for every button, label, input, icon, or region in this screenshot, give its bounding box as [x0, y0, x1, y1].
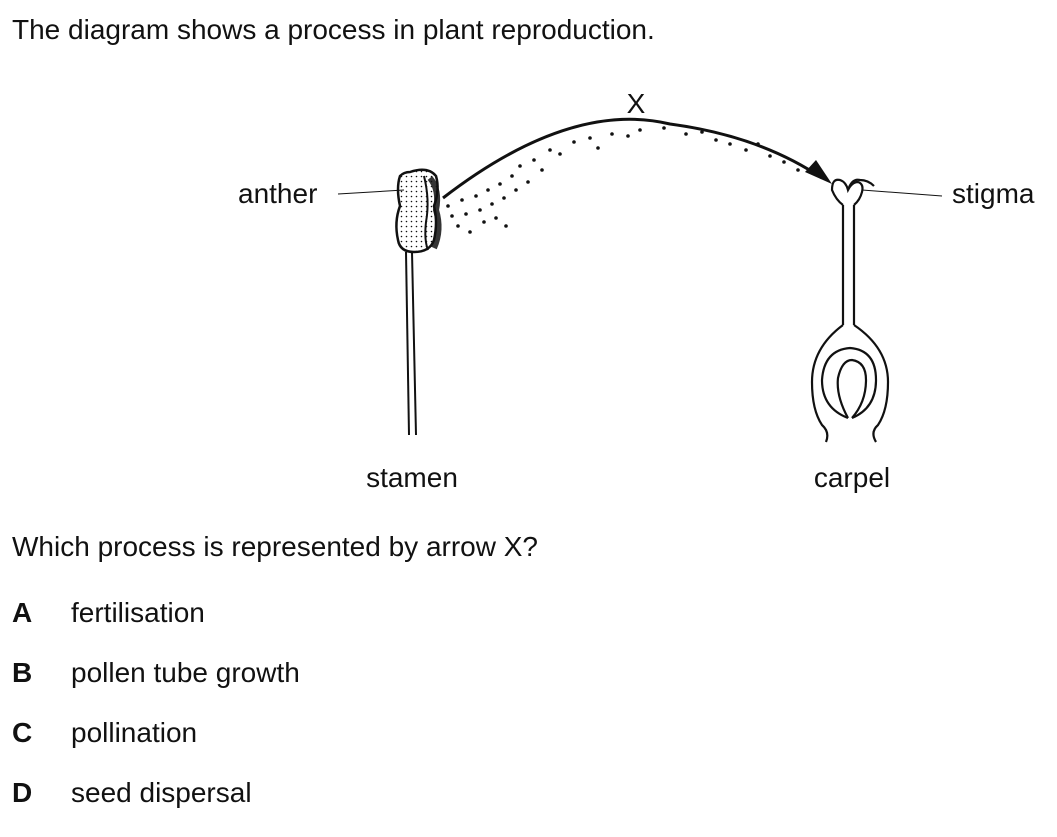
option-letter: A: [12, 597, 33, 628]
option-b[interactable]: B pollen tube growth: [12, 657, 300, 717]
question-text: Which process is represented by arrow X?: [12, 531, 538, 562]
anther-shape: [395, 168, 442, 254]
option-text: pollen tube growth: [71, 657, 300, 688]
arrow-x: [442, 117, 823, 200]
stamen-label: stamen: [366, 462, 458, 493]
anther-label: anther: [238, 178, 317, 209]
option-text: pollination: [71, 717, 198, 748]
option-letter: B: [12, 657, 33, 688]
option-c[interactable]: C pollination: [12, 717, 300, 777]
arrow-x-label: X: [627, 88, 646, 119]
pollination-diagram: X anther stigma stamen carpel: [238, 88, 1035, 493]
option-text: seed dispersal: [71, 777, 252, 808]
stigma-label: stigma: [952, 178, 1035, 209]
stigma-pointer-line: [861, 189, 943, 197]
option-letter: D: [12, 777, 33, 808]
option-a[interactable]: A fertilisation: [12, 597, 300, 657]
pollen-grains: [446, 126, 800, 234]
intro-text: The diagram shows a process in plant rep…: [12, 14, 655, 45]
anther-pointer-line: [337, 189, 405, 195]
option-d[interactable]: D seed dispersal: [12, 777, 300, 837]
carpel-label: carpel: [814, 462, 890, 493]
carpel-shape: [810, 178, 890, 443]
option-text: fertilisation: [71, 597, 205, 628]
stamen-filament: [405, 251, 417, 436]
option-letter: C: [12, 717, 33, 748]
answer-options: A fertilisation B pollen tube growth C p…: [12, 597, 300, 837]
arrow-x-head: [805, 160, 832, 184]
